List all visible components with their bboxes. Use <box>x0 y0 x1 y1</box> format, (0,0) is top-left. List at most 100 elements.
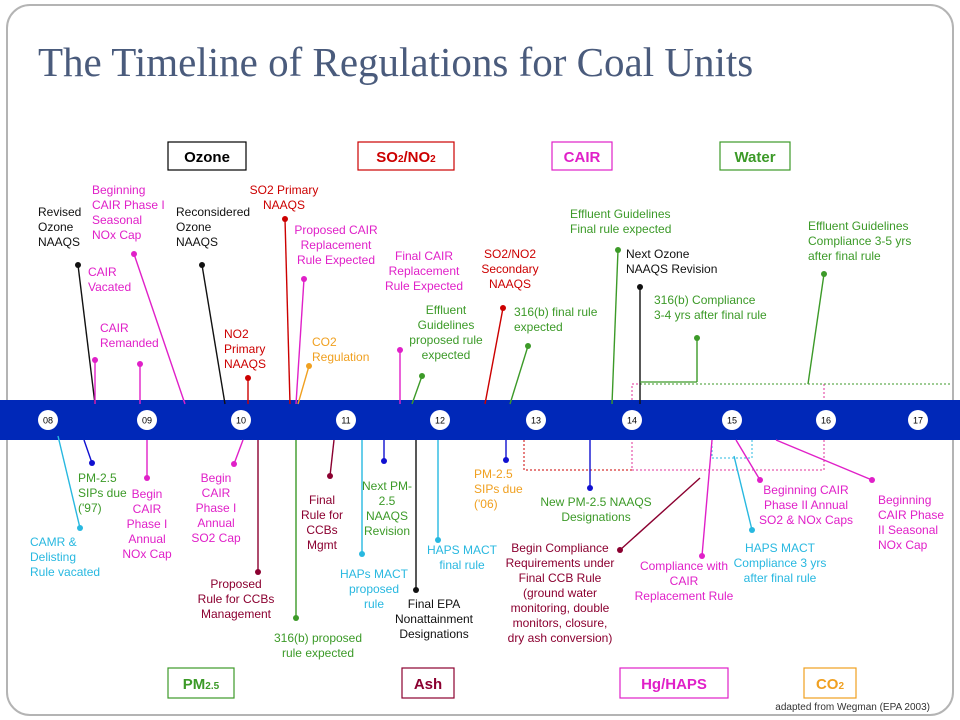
cair-remanded-dot <box>137 361 143 367</box>
category-water: Water <box>719 141 791 171</box>
revised-ozone-line <box>77 264 96 405</box>
proposed-ccb-dot <box>255 569 261 575</box>
begin-cair-so2-dot <box>231 461 237 467</box>
category-cair-box <box>551 141 613 171</box>
final-ccb-line <box>329 439 335 477</box>
category-ash: Ash <box>401 667 455 699</box>
year-circle <box>908 410 928 430</box>
beginning-cair-phase2-annual-dot <box>757 477 763 483</box>
next-ozone-dot <box>637 284 643 290</box>
category-hg-haps-label: Hg/HAPS <box>641 676 707 693</box>
year-marker-2015: 15 <box>722 410 742 430</box>
revised-ozone-dot <box>75 262 81 268</box>
final-ccb-dot <box>327 473 333 479</box>
category-ozone-label: Ozone <box>184 149 230 166</box>
pm25-sips-97-dot <box>89 460 95 466</box>
final-cair-dot <box>397 347 403 353</box>
year-circle <box>430 410 450 430</box>
slide-frame <box>6 4 954 716</box>
beginning-cair-phase2-annual-line <box>735 439 761 481</box>
begin-compliance-ccb-dot <box>617 547 623 553</box>
cair-vacated-dot <box>92 357 98 363</box>
no2-primary-dot <box>245 375 251 381</box>
timeline-bar <box>0 400 960 440</box>
category-so2-no2-label: SO2/NO2 <box>376 149 436 166</box>
reconsidered-ozone-dot <box>199 262 205 268</box>
category-pm25-box <box>167 667 235 699</box>
beginning-cair-phase1-line <box>133 253 186 405</box>
camr-delisting-dot <box>77 525 83 531</box>
year-marker-2014: 14 <box>622 410 642 430</box>
f316b-final-line <box>509 345 529 405</box>
compliance-cair-dot <box>699 553 705 559</box>
year-label: 11 <box>341 416 350 426</box>
category-so2-no2-box <box>357 141 455 171</box>
year-label: 10 <box>236 416 246 426</box>
category-ozone: Ozone <box>167 141 247 171</box>
so2no2-secondary-line <box>484 307 504 405</box>
effluent-proposed-line <box>411 375 423 405</box>
year-marker-2011: 11 <box>336 410 356 430</box>
category-pm25-label: PM2.5 <box>183 676 220 693</box>
effluent-compliance-dot <box>821 271 827 277</box>
year-marker-2016: 16 <box>816 410 836 430</box>
pm25-sips-97-line <box>83 439 93 464</box>
year-label: 14 <box>627 416 637 426</box>
year-label: 12 <box>435 416 445 426</box>
effluent-proposed-dot <box>419 373 425 379</box>
year-marker-2017: 17 <box>908 410 928 430</box>
f316b-proposed-dot <box>293 615 299 621</box>
year-label: 16 <box>821 416 831 426</box>
category-co2-box <box>803 667 857 699</box>
category-hg-haps: Hg/HAPS <box>619 667 729 699</box>
year-circle <box>622 410 642 430</box>
category-hg-haps-box <box>619 667 729 699</box>
year-circle <box>816 410 836 430</box>
co2-regulation-line <box>297 365 310 405</box>
year-label: 13 <box>531 416 541 426</box>
effluent-compliance-line <box>807 273 825 385</box>
category-co2-label: CO2 <box>816 676 845 693</box>
effluent-final-dot <box>615 247 621 253</box>
proposed-cair-dot <box>301 276 307 282</box>
f316b-compliance-dot <box>694 335 700 341</box>
year-circle <box>722 410 742 430</box>
begin-compliance-ccb-line <box>619 477 701 551</box>
category-pm25: PM2.5 <box>167 667 235 699</box>
next-pm25-dot <box>381 458 387 464</box>
year-marker-2010: 10 <box>231 410 251 430</box>
year-circle <box>38 410 58 430</box>
year-marker-2009: 09 <box>137 410 157 430</box>
category-ash-box <box>401 667 455 699</box>
category-co2: CO2 <box>803 667 857 699</box>
begin-cair-nox-dot <box>144 475 150 481</box>
final-nonattainment-dot <box>413 587 419 593</box>
